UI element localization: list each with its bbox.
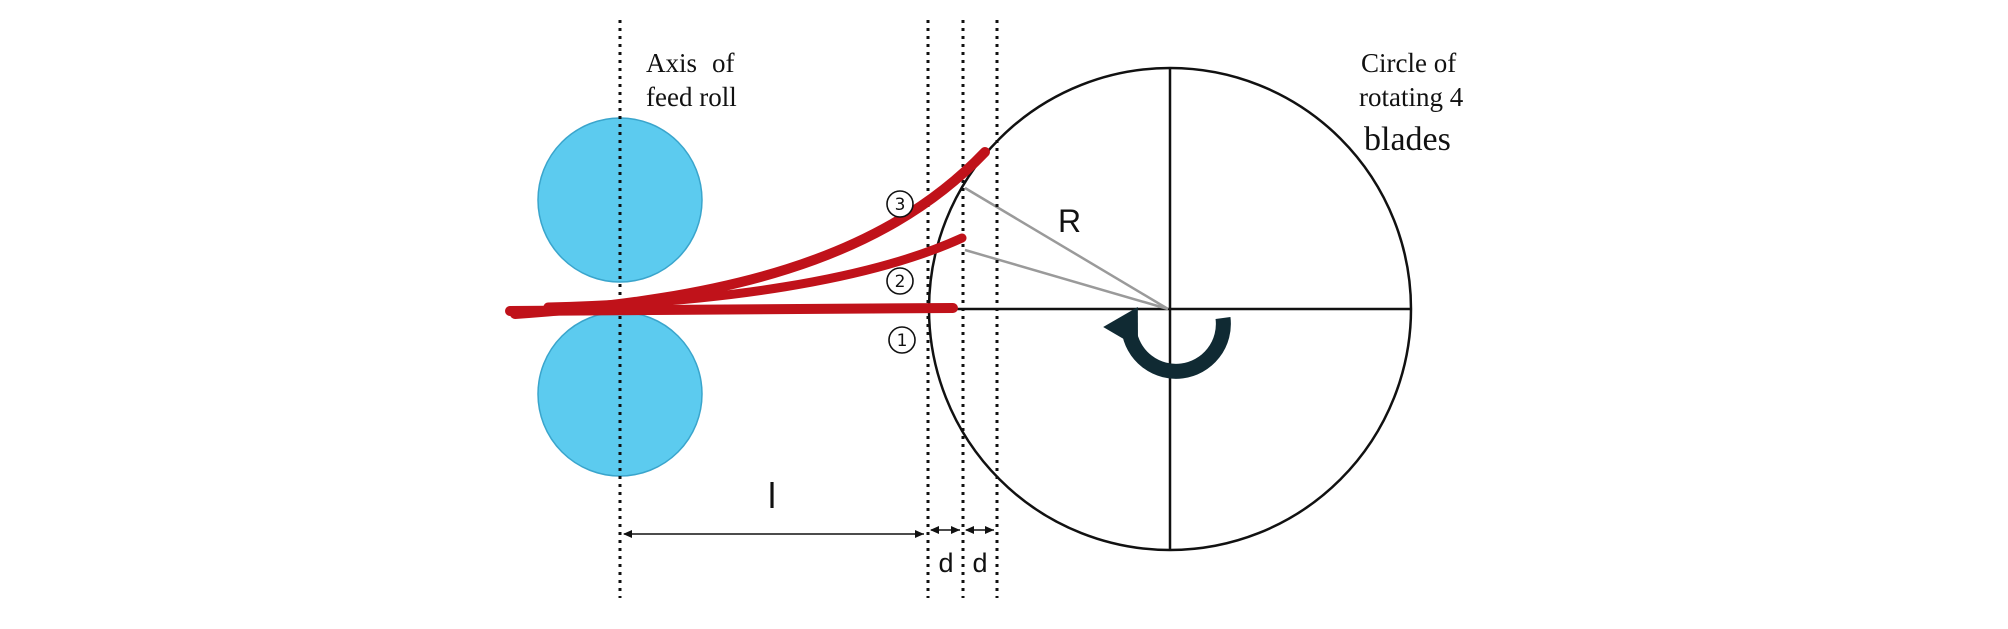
feed-roll-axis-label-3: feed roll xyxy=(646,82,737,112)
position-marker-1: 1 xyxy=(888,326,916,354)
position-marker-3: 3 xyxy=(886,190,914,218)
svg-text:2: 2 xyxy=(895,272,906,292)
svg-text:3: 3 xyxy=(895,195,906,215)
radius-line-lower xyxy=(964,248,1169,311)
label-d-1: d xyxy=(938,548,953,578)
radius-line-upper xyxy=(964,186,1169,311)
lower-feed-roll xyxy=(537,311,703,477)
label-r: R xyxy=(1058,203,1081,239)
clockwise-arrow-icon xyxy=(1103,307,1231,379)
feed-roll-axis-label-1: Axis xyxy=(646,48,697,78)
strip-position-1 xyxy=(505,303,958,316)
svg-text:1: 1 xyxy=(897,331,908,351)
strip-position-2 xyxy=(543,233,967,312)
blade-circle-label-3: blades xyxy=(1364,121,1451,158)
label-l: l xyxy=(768,475,776,516)
blade-circle-label-1: Circle of xyxy=(1361,48,1456,78)
blade-circle-label-2: rotating 4 xyxy=(1359,82,1464,112)
position-marker-2: 2 xyxy=(886,267,914,295)
feed-roll-axis-label-2: of xyxy=(712,48,735,78)
label-d-2: d xyxy=(972,548,987,578)
